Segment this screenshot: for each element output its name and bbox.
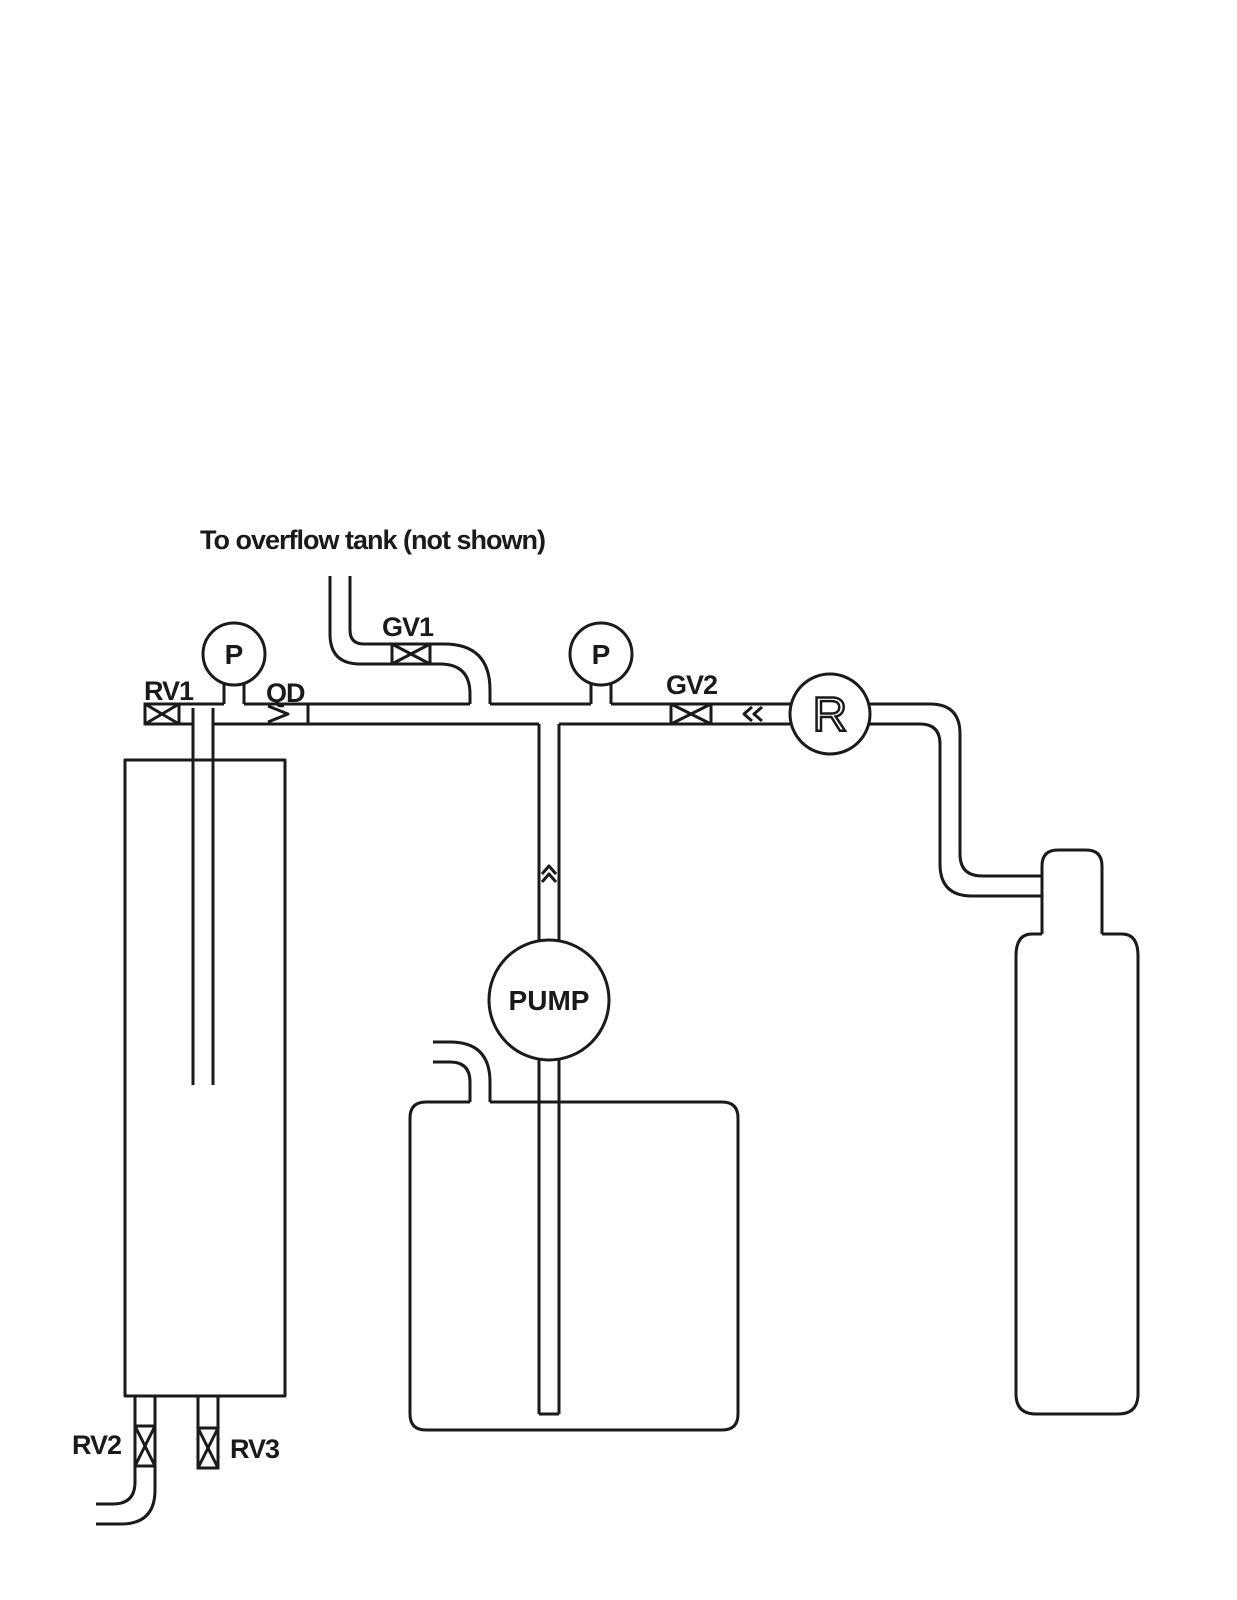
gv1-label: GV1 xyxy=(382,612,434,642)
tank-vent-pipe xyxy=(433,1040,492,1102)
rv2-valve xyxy=(133,1424,157,1468)
pressure-gauge-left: P xyxy=(201,621,267,704)
gv2-valve xyxy=(669,702,713,726)
rv3-label: RV3 xyxy=(230,1434,280,1464)
left-vessel xyxy=(123,758,287,1398)
gv2-label: GV2 xyxy=(666,670,717,700)
cylinder-supply-line xyxy=(870,702,1042,898)
gv1-valve xyxy=(390,642,432,666)
qd-label: QD xyxy=(266,678,305,708)
pump-suction-pipe xyxy=(537,1060,561,1416)
gauge-left-letter: P xyxy=(225,639,244,670)
pump-label: PUMP xyxy=(509,985,590,1016)
regulator: R xyxy=(788,672,872,756)
gas-cylinder xyxy=(1014,848,1140,1416)
pressure-gauge-right: P xyxy=(568,621,634,704)
rv2-drain-pipe xyxy=(96,1396,157,1526)
dip-tube xyxy=(191,708,215,1085)
pump: PUMP xyxy=(487,938,611,1062)
regulator-letter: R xyxy=(813,689,848,742)
reservoir-tank xyxy=(408,1100,740,1432)
gauge-right-letter: P xyxy=(592,639,611,670)
pump-discharge-pipe xyxy=(537,724,561,940)
check-valve-chevrons xyxy=(742,705,763,723)
rv1-label: RV1 xyxy=(144,676,194,706)
rv3-valve xyxy=(196,1396,220,1470)
rv1-valve xyxy=(143,702,181,726)
overflow-tank-label: To overflow tank (not shown) xyxy=(200,525,545,555)
qd-coupling xyxy=(267,704,310,724)
rv2-label: RV2 xyxy=(72,1430,121,1460)
